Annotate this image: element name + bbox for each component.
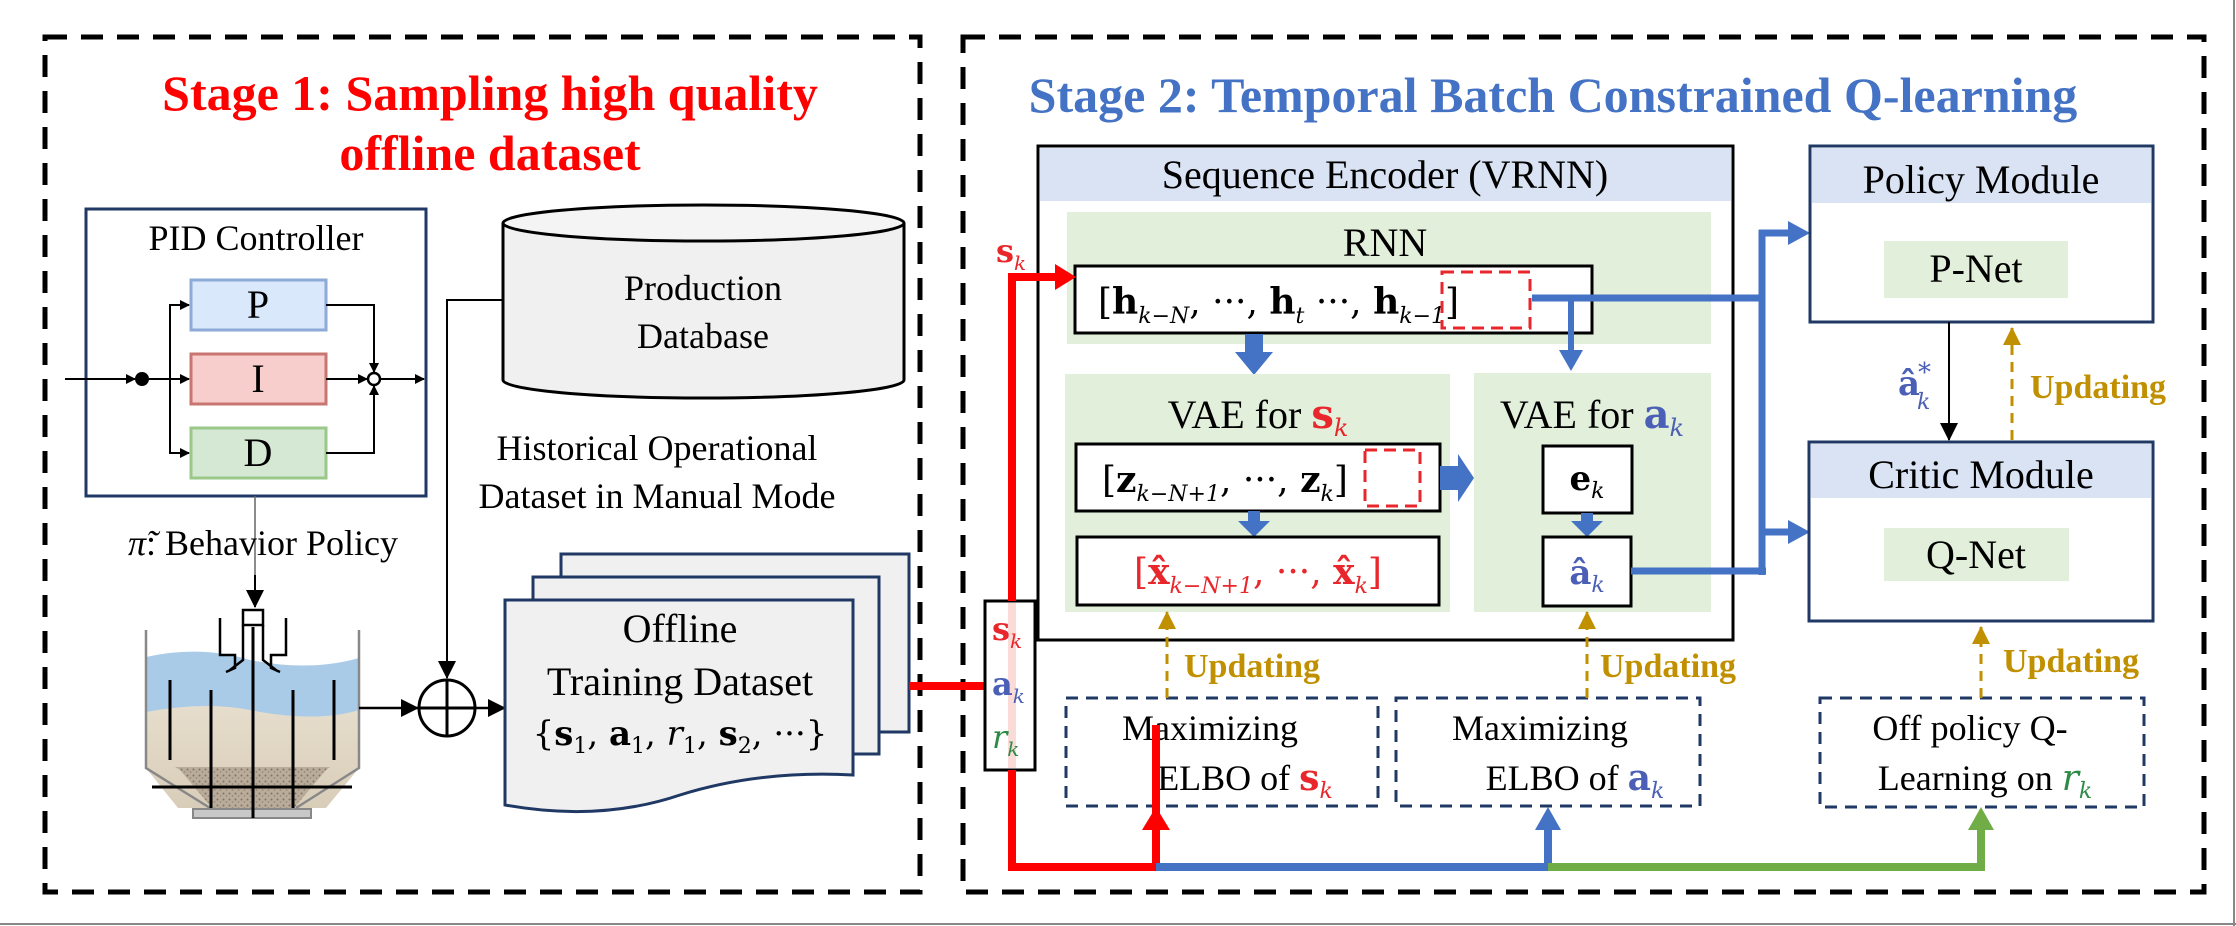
sequence-encoder-header [1040,148,1731,201]
elbo-s-input-arrowhead [1142,807,1170,830]
rnn-title: RNN [1343,220,1427,265]
a-star-label: â*k [1898,358,1931,415]
historical-label-line2: Dataset in Manual Mode [479,476,836,516]
q-net-block [1884,528,2069,581]
p-block [189,278,328,332]
dataset-tuple: {s1, a1, r1, s2, ···} [533,714,828,759]
transition-s-k: sk [992,610,1022,653]
vae-s-title: VAE for sk [1168,391,1349,442]
s-k-bottom-line [1008,770,1160,871]
policy-module-header [1812,148,2151,203]
policy-module-title: Policy Module [1863,157,2100,202]
stage1-title-line2: offline dataset [339,125,641,181]
p-block-label: P [247,282,269,327]
q-net-label: Q-Net [1926,532,2026,577]
z-to-vae-a-arrow [1440,454,1474,502]
z-last-highlight [1363,448,1422,508]
d-block-label: D [244,430,273,475]
elbo-a-line2: ELBO of ak [1486,757,1665,804]
pid-controller-title: PID Controller [149,218,364,258]
to-critic-arrowhead [1788,520,1810,544]
q-learning-line2: Learning on rk [1878,758,2093,804]
elbo-s-line1: Maximizing [1122,708,1298,748]
latent-sequence: [zk−N+1, ···, zk] [1102,459,1348,507]
transition-a-k: ak [992,665,1025,708]
historical-label-line1: Historical Operational [497,428,818,468]
e-to-ahat-arrow [1571,513,1603,537]
process-tank-icon [144,608,361,819]
updating-label-elbo-a: Updating [1600,648,1736,685]
r-k-bottom-line [1548,830,1985,871]
critic-module-title: Critic Module [1868,452,2094,497]
database-label-line1: Production [624,268,782,308]
s-k-to-rnn-arrowhead [1055,264,1076,290]
elbo-a-input-arrowhead [1535,807,1561,830]
dataset-label-line1: Offline [623,606,738,651]
e-k-label: ek [1570,459,1605,504]
split-node [135,372,149,386]
updating-label-q-learning: Updating [2003,643,2139,680]
behavior-policy-label: π̃: Behavior Policy [128,523,398,563]
elbo-s-objective-box [1064,696,1380,808]
stage1-title-line1: Stage 1: Sampling high quality [162,65,818,121]
sequence-encoder-title: Sequence Encoder (VRNN) [1162,152,1609,197]
i-block-label: I [251,356,264,401]
offline-dataset-stack [503,552,911,814]
q-learning-line1: Off policy Q- [1872,708,2067,748]
stage1-frame [42,34,923,895]
summing-junction [366,371,382,387]
critic-module-header [1811,444,2151,498]
stage2-title: Stage 2: Temporal Batch Constrained Q-le… [1029,67,2078,123]
rnn-to-vae-s-arrow [1235,334,1273,375]
combine-circle-plus-icon [417,678,477,738]
elbo-a-objective-box [1394,696,1702,808]
updating-label-policy: Updating [2030,369,2166,406]
d-block [189,426,328,480]
updating-label-elbo-s: Updating [1184,648,1320,685]
s-k-to-rnn-line [1008,273,1058,601]
vae-a-title: VAE for ak [1500,391,1684,442]
q-learning-input-arrowhead [1968,807,1994,830]
transition-r-k: rk [992,718,1019,761]
reconstruction-sequence-box [1075,535,1441,607]
production-database-icon [501,203,906,400]
h-to-vae-a-arrowhead [1559,350,1583,371]
elbo-s-line2: ELBO of sk [1157,757,1333,804]
s-k-input-label: sk [996,232,1026,275]
database-label-line2: Database [637,316,769,356]
stage2-frame [960,34,2207,895]
elbo-a-line1: Maximizing [1452,708,1628,748]
rnn-hidden-sequence: [hk−N, ···, ht ···, hk−1] [1098,281,1459,329]
h-last-highlight [1440,270,1532,330]
p-net-block [1884,241,2068,298]
reconstruction-sequence: [x̂k−N+1, ···, x̂k] [1134,551,1382,599]
dataset-label-line2: Training Dataset [547,659,813,704]
a-hat-label: âk [1569,553,1604,598]
z-to-x-arrow [1238,511,1270,537]
to-policy-arrowhead [1788,221,1810,245]
p-net-label: P-Net [1929,246,2022,291]
pid-controller: PID Controller P I D [65,207,428,498]
